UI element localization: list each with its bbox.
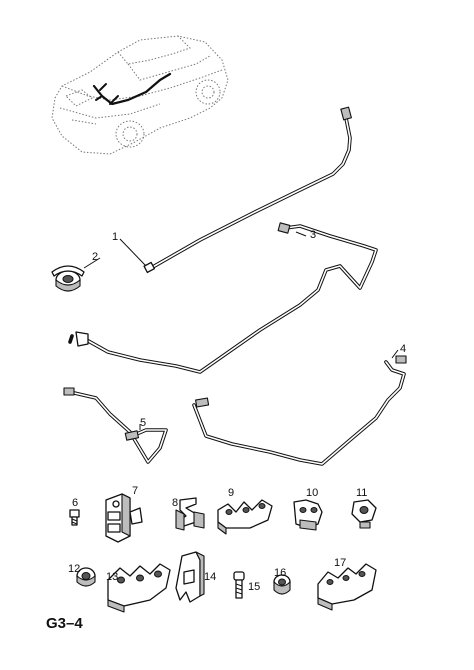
leader-4: [391, 349, 399, 359]
spring-clip-icon: [175, 497, 205, 531]
vehicle-location-icon: [51, 35, 229, 155]
callout-5: 5: [140, 417, 146, 429]
callout-1: 1: [112, 231, 118, 243]
leader-3: [295, 231, 307, 237]
bolt-icon: [69, 509, 80, 526]
retainer-clip-icon: [175, 551, 205, 603]
callout-3: 3: [310, 229, 316, 241]
bushing-icon: [273, 574, 291, 595]
cap-screw-icon: [233, 571, 245, 599]
quad-pipe-clip-icon: [317, 563, 377, 611]
callout-15: 15: [248, 581, 260, 593]
brake-pipe-5: [63, 387, 168, 464]
triple-pipe-clip-icon: [217, 499, 273, 535]
double-pipe-clip-icon: [293, 499, 323, 531]
grommet-icon: [51, 265, 85, 292]
bracket-clip-icon: [105, 493, 143, 543]
callout-9: 9: [228, 487, 234, 499]
callout-10: 10: [306, 487, 318, 499]
callout-7: 7: [132, 485, 138, 497]
leader-2: [83, 257, 101, 269]
callout-17: 17: [334, 557, 346, 569]
callout-2: 2: [92, 251, 98, 263]
brake-pipe-3: [68, 222, 378, 374]
ring-clip-icon: [76, 567, 96, 587]
callout-8: 8: [172, 497, 178, 509]
callout-11: 11: [356, 487, 367, 499]
callout-13: 13: [106, 571, 118, 583]
callout-14: 14: [204, 571, 216, 583]
callout-4: 4: [400, 343, 406, 355]
callout-12: 12: [68, 563, 80, 575]
leader-1: [119, 238, 147, 267]
callout-16: 16: [274, 567, 286, 579]
brake-pipe-4: [192, 355, 407, 466]
callout-6: 6: [72, 497, 78, 509]
page-code: G3–4: [46, 615, 83, 632]
single-pipe-clip-icon: [351, 499, 377, 529]
multi-pipe-clip-icon: [107, 563, 171, 613]
brake-pipe-1: [143, 106, 352, 274]
